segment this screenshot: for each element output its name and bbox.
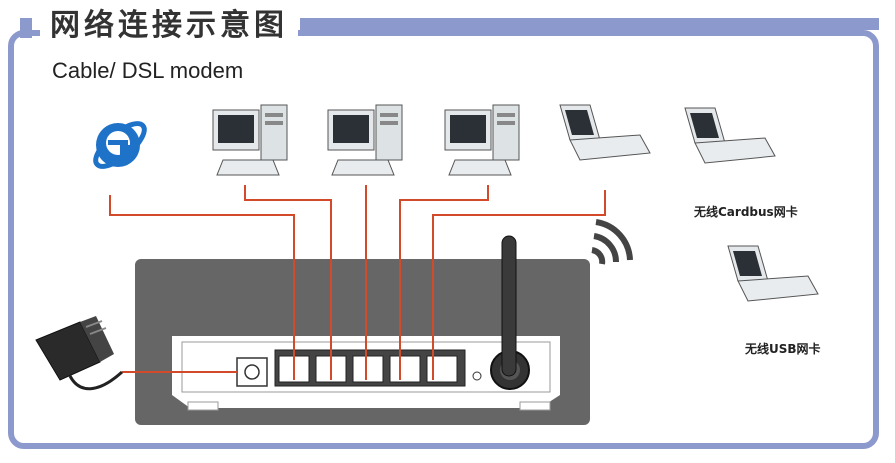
antenna-icon — [501, 235, 517, 377]
port-label-pc2: PC2 — [362, 394, 375, 401]
power-adapter-icon — [35, 316, 124, 391]
desktop-computer-icon — [327, 104, 403, 176]
desktop-computer-icon — [444, 104, 520, 176]
title-left-bar — [20, 18, 32, 38]
cable-pc3 — [399, 185, 489, 380]
cable-pc1 — [244, 185, 332, 380]
power-jack-hole — [244, 364, 260, 380]
laptop-icon — [559, 104, 651, 161]
port-label-pc4: PC4 — [436, 394, 449, 401]
port-label-pc1: PC1 — [325, 394, 338, 401]
cable-pc4 — [432, 190, 606, 380]
title-right-bar — [300, 18, 879, 30]
port-label-pwr: PWR — [244, 394, 260, 401]
cable-wan — [109, 195, 295, 380]
port-label-pc3: PC3 — [399, 394, 412, 401]
modem-label: Cable/ DSL modem — [52, 58, 244, 83]
diagram-frame — [8, 30, 879, 449]
ie-logo-icon — [93, 121, 147, 169]
desktop-computer-icon — [212, 104, 288, 176]
ethernet-ports — [278, 355, 458, 383]
port-label-wan: WAN — [286, 394, 302, 401]
wifi-waves-icon — [591, 219, 633, 265]
network-cables — [109, 185, 606, 380]
diagram-title: 网络连接示意图 — [40, 6, 298, 46]
reset-button — [472, 371, 482, 381]
cardbus-adapter-label: 无线Cardbus网卡 — [694, 205, 798, 219]
laptop-icon — [727, 245, 819, 302]
laptop-icon — [684, 107, 776, 164]
router-foot-left — [187, 401, 219, 411]
router-foot-right — [519, 401, 551, 411]
port-label-default: Default — [465, 394, 490, 401]
usb-adapter-label: 无线USB网卡 — [745, 342, 821, 356]
